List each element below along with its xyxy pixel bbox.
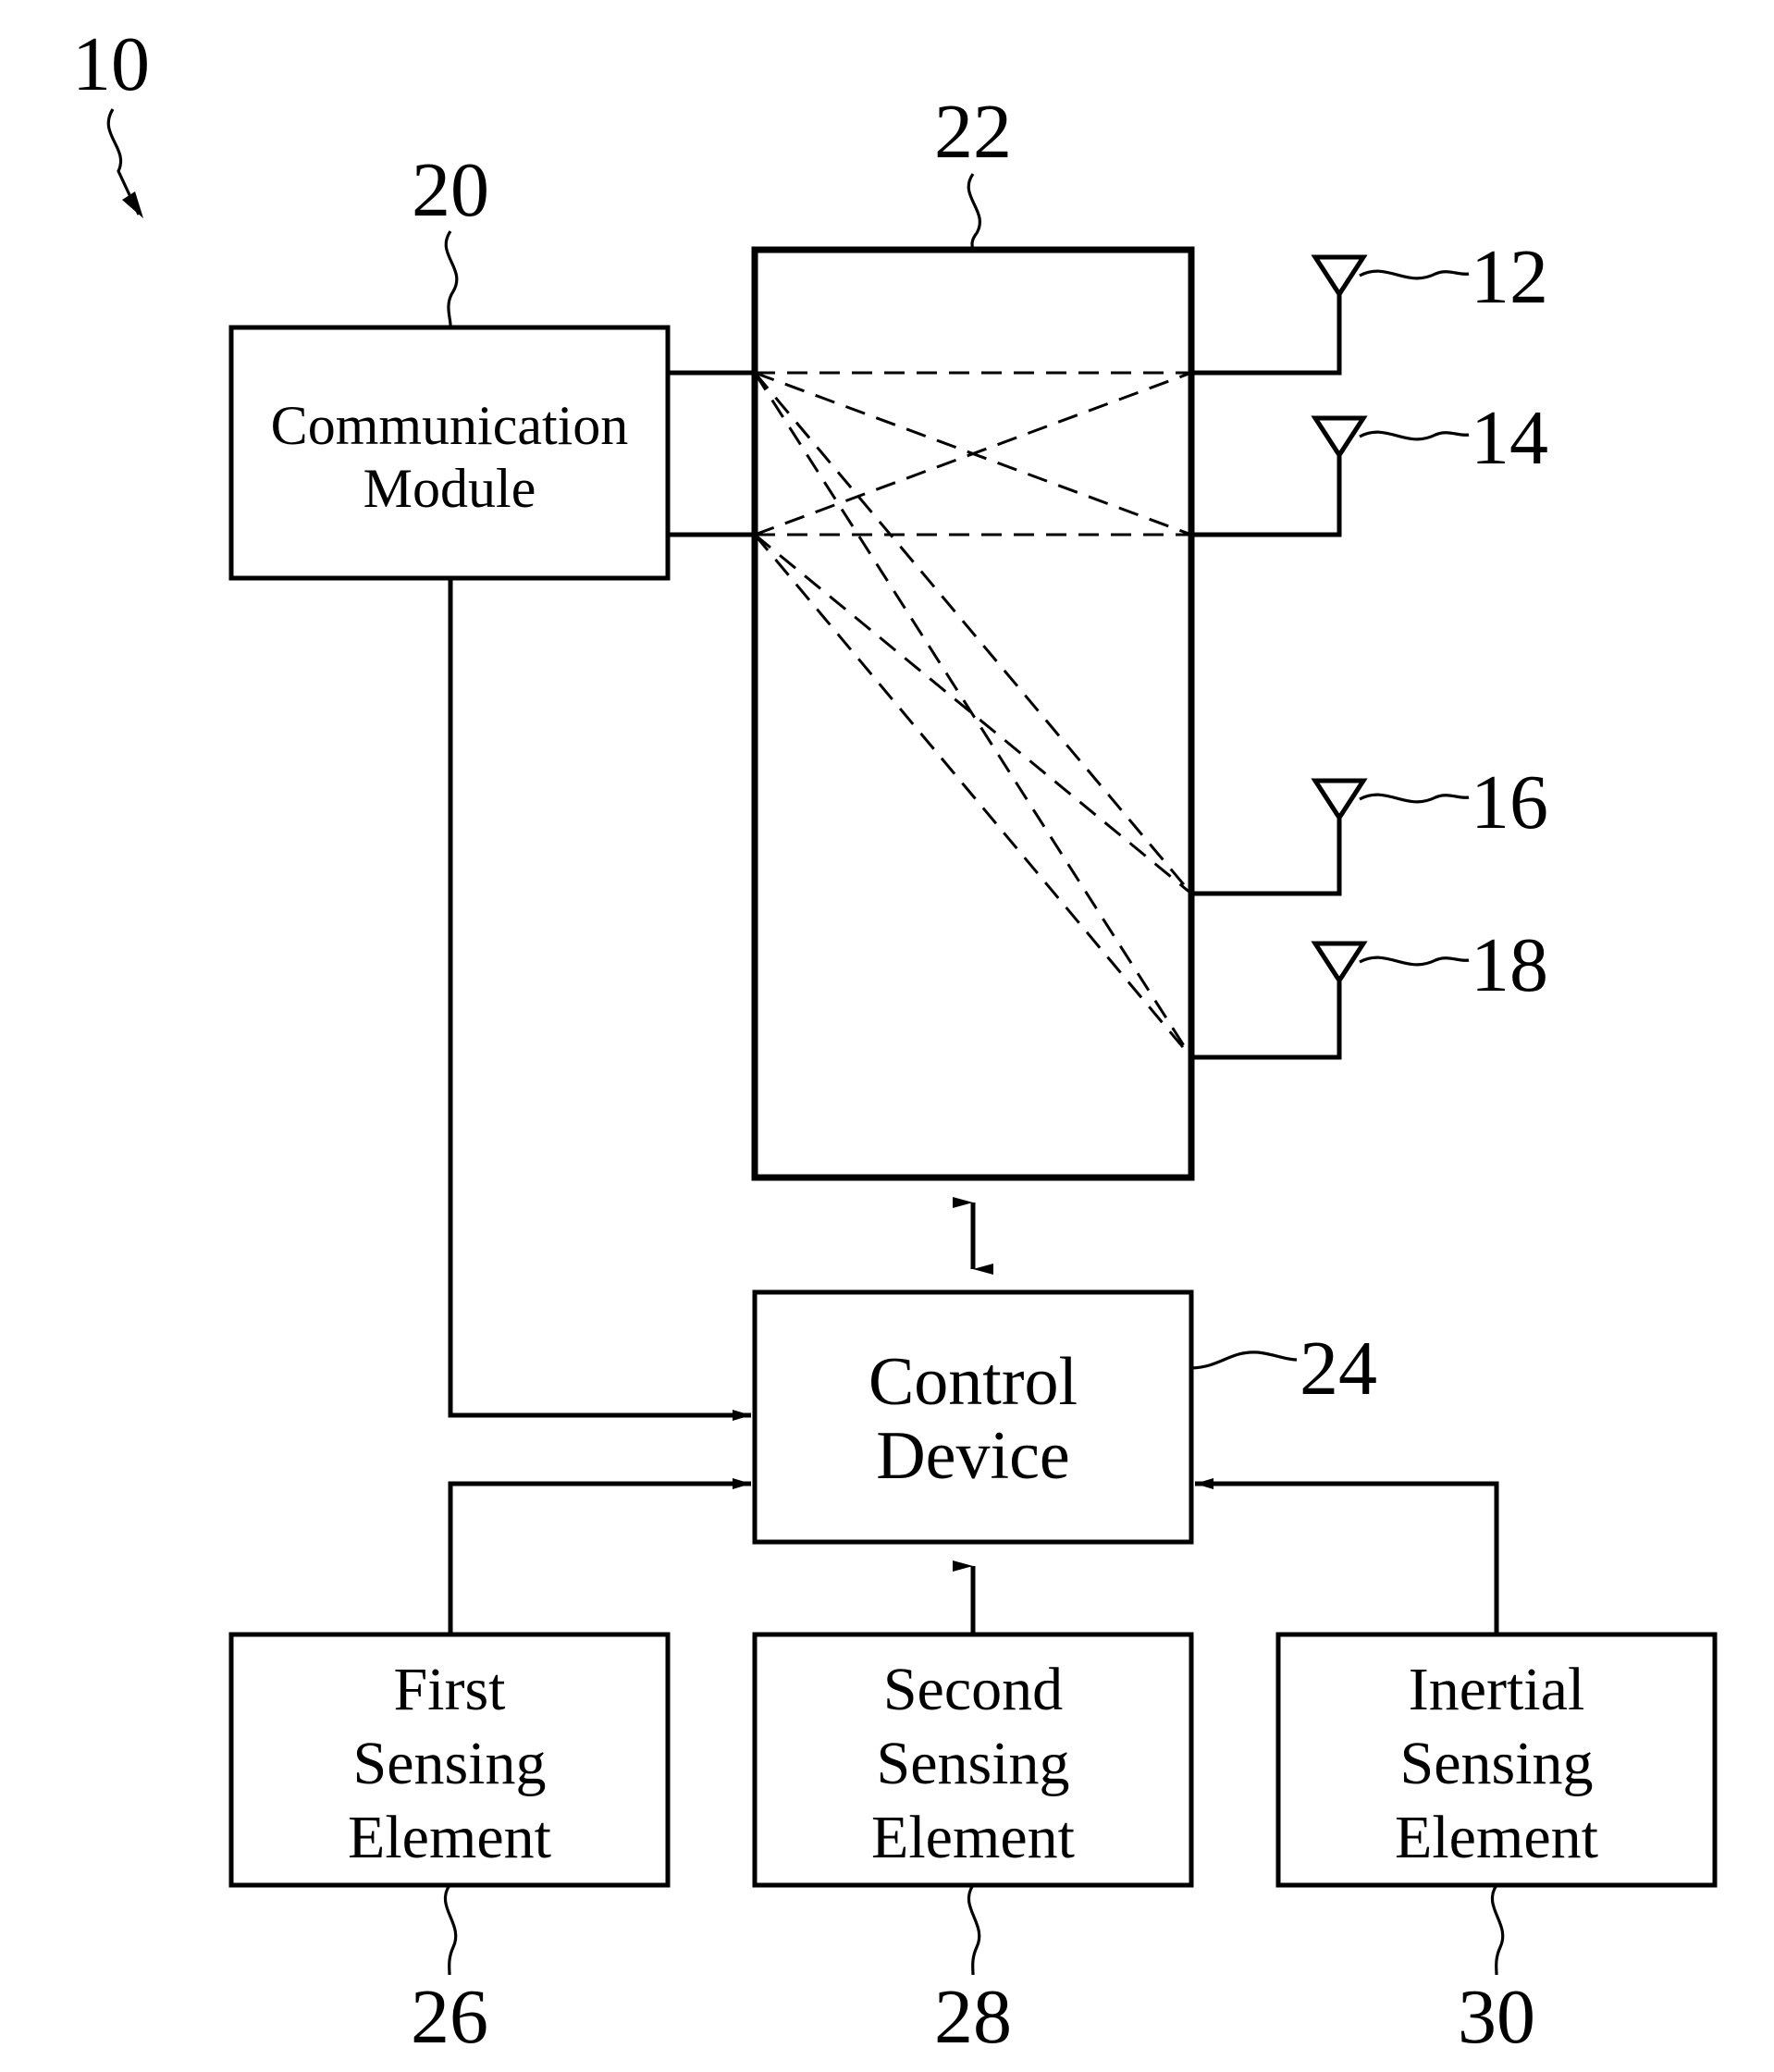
antenna-16-icon bbox=[1311, 778, 1368, 822]
control-device-box bbox=[752, 1289, 1194, 1545]
svg-text:18: 18 bbox=[1471, 922, 1548, 1008]
control-device-label-line2: Device bbox=[876, 1418, 1070, 1494]
first-sensing-element-leader bbox=[443, 1884, 458, 1976]
communication-module-label-line1: Communication bbox=[271, 395, 629, 456]
inertial-sensing-element-label-line1: Inertial bbox=[1409, 1656, 1585, 1723]
antenna-14: 14 bbox=[1191, 395, 1548, 537]
antenna-12-icon bbox=[1311, 254, 1368, 299]
inertial-sensing-element-ref: 30 bbox=[1458, 1974, 1535, 2060]
device-ref-arrowhead bbox=[122, 191, 143, 218]
communication-module-label-line2: Module bbox=[363, 458, 536, 519]
antenna-14-icon bbox=[1311, 415, 1368, 460]
antenna-18-icon bbox=[1311, 941, 1368, 985]
inertial-sensing-element-leader bbox=[1490, 1884, 1505, 1976]
first-sensing-element-box bbox=[228, 1632, 671, 1888]
svg-text:12: 12 bbox=[1471, 234, 1548, 320]
first-sensing-element-ref: 26 bbox=[411, 1974, 488, 2060]
second-sensing-element-label-line2: Sensing bbox=[876, 1730, 1069, 1797]
switch-module-ref: 22 bbox=[934, 89, 1012, 175]
inertial-sensing-element-label-line3: Element bbox=[1395, 1804, 1598, 1871]
communication-module-ref: 20 bbox=[412, 147, 489, 233]
control-device-leader bbox=[1190, 1350, 1298, 1370]
antenna-12: 12 bbox=[1191, 234, 1548, 376]
first-sensing-element-label-line2: Sensing bbox=[352, 1730, 546, 1797]
antenna-16: 16 bbox=[1191, 759, 1548, 896]
second-sensing-element-label-line3: Element bbox=[871, 1804, 1075, 1871]
device-ref-leader bbox=[106, 108, 141, 216]
first-sensing-element-label-line1: First bbox=[393, 1656, 505, 1723]
second-sensing-element-label-line1: Second bbox=[883, 1656, 1063, 1723]
control-device-label-line1: Control bbox=[869, 1344, 1078, 1420]
switch-paths bbox=[753, 371, 1193, 1058]
second-sensing-element-box bbox=[752, 1632, 1194, 1888]
communication-module-leader bbox=[444, 230, 459, 328]
inertial-sensing-element-label-line2: Sensing bbox=[1399, 1730, 1593, 1797]
svg-text:16: 16 bbox=[1471, 759, 1548, 845]
comm-to-control-wire bbox=[448, 578, 751, 1421]
svg-text:14: 14 bbox=[1471, 395, 1548, 481]
first-sensing-element-label-line3: Element bbox=[348, 1804, 551, 1871]
switch-module-leader bbox=[967, 173, 981, 251]
first-sensing-to-control-wire bbox=[448, 1478, 751, 1634]
device-ref-label: 10 bbox=[72, 21, 150, 107]
antenna-18: 18 bbox=[1191, 922, 1548, 1060]
second-sensing-element-leader bbox=[967, 1884, 981, 1976]
control-device-ref: 24 bbox=[1300, 1326, 1377, 1412]
second-sensing-element-ref: 28 bbox=[934, 1974, 1012, 2060]
inertial-sensing-to-control-wire bbox=[1195, 1478, 1499, 1634]
